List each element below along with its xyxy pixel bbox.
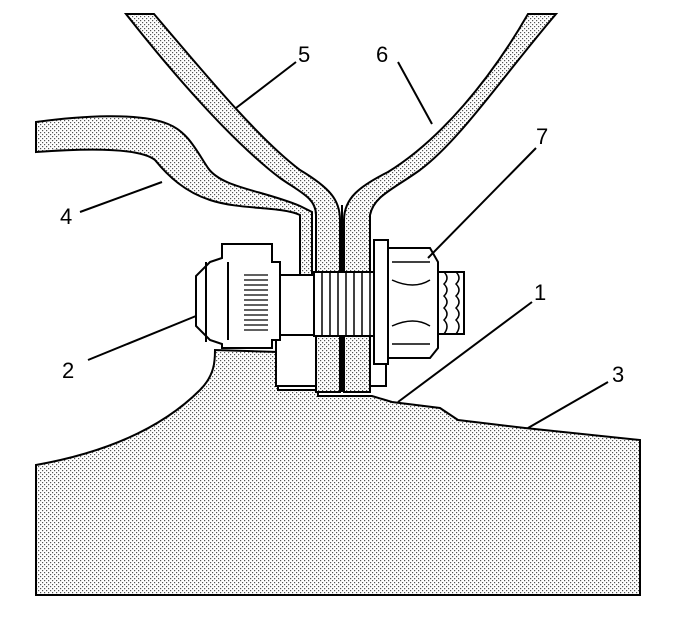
bolt-shank [279, 274, 315, 336]
leader-5 [235, 61, 297, 109]
callout-6: 6 [376, 42, 388, 67]
bolt-thread [313, 271, 377, 337]
leader-6 [397, 61, 433, 125]
washer [373, 239, 389, 365]
clamp-pad-left [275, 333, 317, 387]
leader-1 [397, 301, 533, 403]
callout-2: 2 [62, 358, 74, 383]
callout-1: 1 [534, 280, 546, 305]
leader-7 [427, 147, 537, 259]
lower-housing [35, 348, 641, 596]
leader-2 [87, 315, 197, 361]
leader-4 [79, 181, 163, 213]
bolt-head [195, 243, 281, 349]
bolt-tip [437, 271, 465, 335]
callout-5: 5 [298, 42, 310, 67]
leader-3 [527, 381, 609, 429]
callout-3: 3 [612, 362, 624, 387]
panel-right [343, 13, 559, 393]
panel-left [123, 13, 341, 393]
callout-4: 4 [60, 204, 72, 229]
hex-nut [387, 247, 439, 359]
callout-7: 7 [536, 124, 548, 149]
